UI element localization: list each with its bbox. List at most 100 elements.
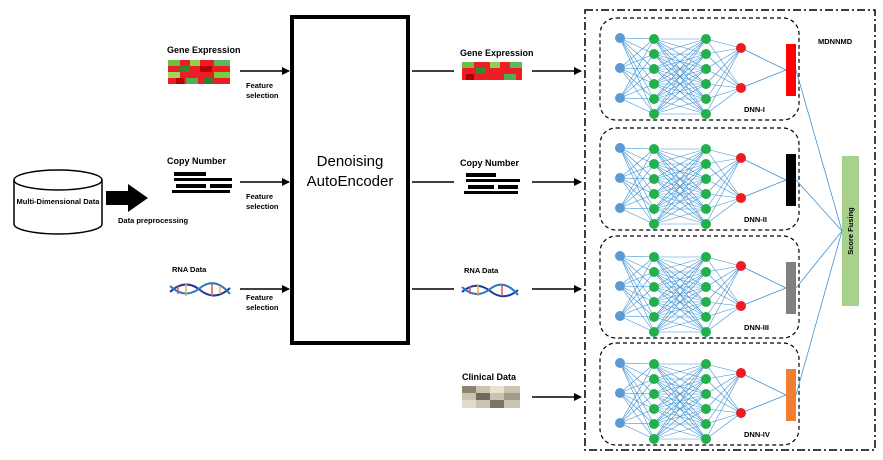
dnn-edge bbox=[653, 301, 707, 333]
hidden-node bbox=[649, 389, 659, 399]
dnn-edge bbox=[705, 157, 742, 180]
hidden-node bbox=[649, 282, 659, 292]
hidden-node bbox=[649, 49, 659, 59]
dnn-output-edge bbox=[740, 265, 787, 289]
dnn-output-edge bbox=[740, 157, 787, 181]
dnn-edge bbox=[653, 38, 707, 55]
input-node bbox=[615, 173, 625, 183]
dnn-panel-border bbox=[599, 127, 800, 231]
dnn-edge bbox=[619, 271, 655, 287]
dnn-edge bbox=[653, 53, 707, 115]
dnn-edge bbox=[653, 148, 707, 180]
output-node bbox=[736, 368, 746, 378]
dnn-output-edge bbox=[740, 179, 787, 199]
rna-helix-icon bbox=[169, 282, 231, 297]
hidden-node bbox=[701, 404, 711, 414]
dnn-edge bbox=[619, 255, 655, 258]
dnn-edge bbox=[619, 301, 655, 317]
hidden-node bbox=[701, 144, 711, 154]
hidden-node bbox=[649, 79, 659, 89]
dnn-edge bbox=[705, 197, 742, 210]
fusion-edge bbox=[795, 69, 843, 232]
dnn-panel-1: DNN-I bbox=[599, 17, 843, 232]
dnn-edge bbox=[653, 38, 707, 115]
dnn-edge bbox=[619, 97, 655, 115]
output-node bbox=[736, 193, 746, 203]
hidden-node bbox=[649, 374, 659, 384]
fusion-edge bbox=[795, 179, 843, 232]
dnn-panel-4: DNN-IV bbox=[599, 230, 843, 446]
hidden-node bbox=[649, 359, 659, 369]
hidden-node bbox=[649, 419, 659, 429]
dnn-edge bbox=[705, 286, 742, 307]
dnn-panel-border bbox=[599, 342, 800, 446]
dnn-edge bbox=[705, 83, 742, 89]
dnn-edge bbox=[705, 197, 742, 225]
dnn-edge bbox=[619, 178, 655, 209]
dnn-output-edge bbox=[740, 394, 787, 414]
dnn-edge bbox=[705, 372, 742, 395]
copy-number-glyph bbox=[172, 172, 232, 193]
dnn-edge bbox=[653, 148, 707, 195]
dnn-edge bbox=[653, 286, 707, 333]
hidden-node bbox=[649, 144, 659, 154]
dnn-edge bbox=[619, 83, 655, 99]
dnn-edge bbox=[653, 256, 707, 273]
hidden-node bbox=[701, 79, 711, 89]
hidden-node bbox=[649, 312, 659, 322]
dnn-edge bbox=[619, 256, 655, 287]
score-fusing-label: Score Fusing bbox=[846, 207, 855, 255]
dnn-edge bbox=[705, 157, 742, 165]
dnn-edge bbox=[653, 256, 707, 318]
feature-label-1a: Feature bbox=[246, 81, 273, 90]
dnn-edge bbox=[705, 301, 742, 307]
dnn-edge bbox=[705, 265, 742, 303]
preprocessing-label: Data preprocessing bbox=[118, 216, 188, 225]
dnn-edge bbox=[705, 38, 742, 49]
copy-number-encoded-label: Copy Number bbox=[460, 158, 520, 168]
input-node bbox=[615, 251, 625, 261]
dnn-edge bbox=[705, 372, 742, 380]
dnn-edge bbox=[653, 256, 707, 303]
dnn-edge bbox=[653, 193, 707, 225]
hidden-node bbox=[701, 219, 711, 229]
hidden-node bbox=[649, 64, 659, 74]
dnn-edge bbox=[705, 265, 742, 288]
dnn-output-edge bbox=[740, 372, 787, 396]
dnn-edge bbox=[653, 38, 707, 85]
dnn-panel-2: DNN-II bbox=[599, 127, 843, 232]
dnn-edge bbox=[705, 412, 742, 440]
dnn-edge bbox=[653, 68, 707, 115]
dnn-edge bbox=[619, 147, 655, 165]
dnn-edge bbox=[705, 363, 742, 414]
input-node bbox=[615, 311, 625, 321]
dnn-label: DNN-III bbox=[744, 323, 769, 332]
hidden-node bbox=[701, 312, 711, 322]
rna-input-label: RNA Data bbox=[172, 265, 207, 274]
hidden-node bbox=[701, 434, 711, 444]
input-node bbox=[615, 63, 625, 73]
dnn-edge bbox=[705, 412, 742, 425]
input-node bbox=[615, 203, 625, 213]
dnn-edge bbox=[705, 408, 742, 414]
fusion-edge bbox=[795, 230, 843, 396]
copy-number-encoded-glyph bbox=[464, 173, 520, 194]
dnn-edge bbox=[653, 363, 707, 380]
input-node bbox=[615, 93, 625, 103]
dnn-edge bbox=[653, 363, 707, 425]
dnn-edge bbox=[705, 68, 742, 89]
input-node bbox=[615, 33, 625, 43]
multi-dimensional-data-cylinder: Multi-Dimensional Data bbox=[13, 169, 103, 235]
dnn-edge bbox=[653, 148, 707, 165]
dnn-edge bbox=[653, 38, 707, 70]
hidden-node bbox=[649, 159, 659, 169]
score-fusing-bar bbox=[842, 156, 859, 306]
input-node bbox=[615, 358, 625, 368]
dnn-edge bbox=[619, 271, 655, 317]
dnn-edge bbox=[653, 178, 707, 225]
dnn-label: DNN-I bbox=[744, 105, 765, 114]
autoencoder-line2: AutoEncoder bbox=[307, 173, 394, 190]
dnn-edge bbox=[705, 378, 742, 414]
dnn-edge bbox=[705, 87, 742, 115]
dnn-edge bbox=[705, 148, 742, 159]
